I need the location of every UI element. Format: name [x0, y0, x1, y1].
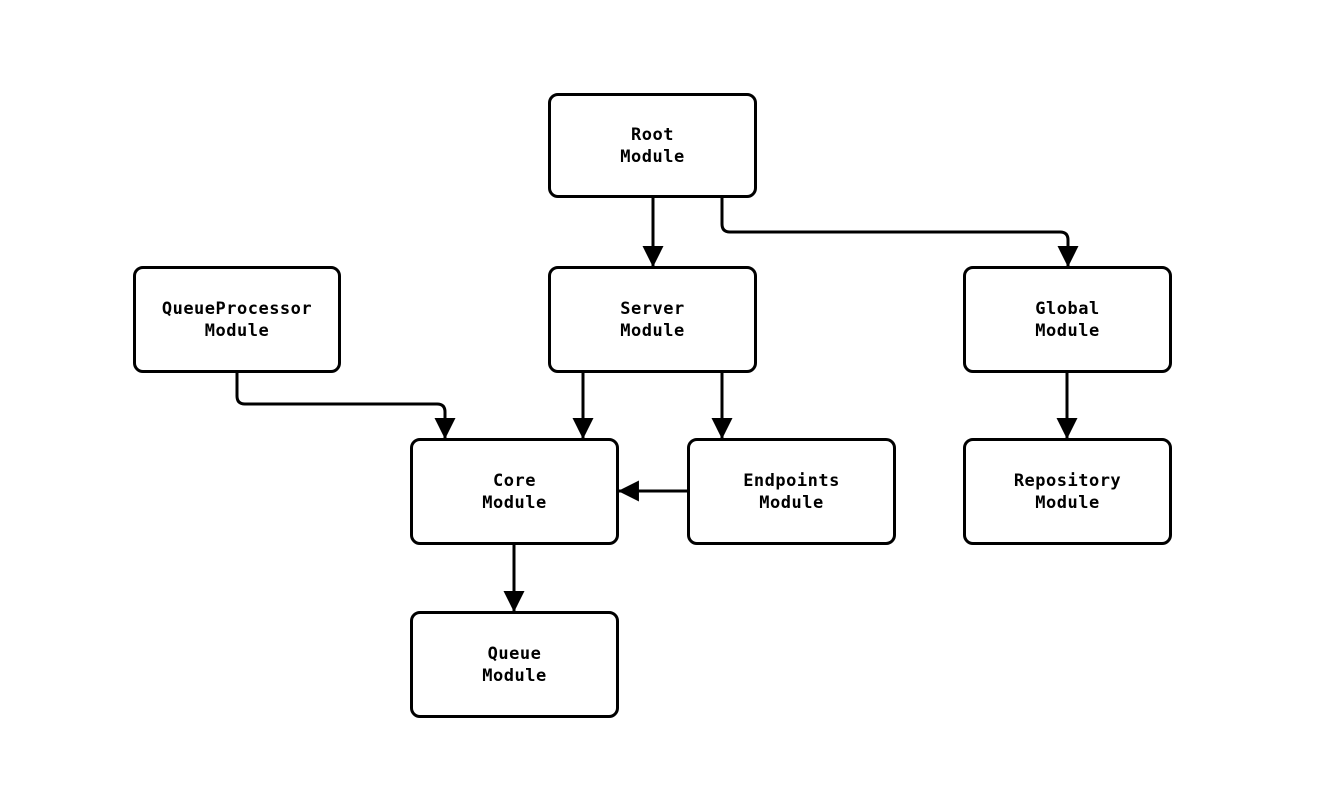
node-queueprocessor-module: QueueProcessor Module [133, 266, 341, 373]
node-label: Core Module [482, 470, 547, 513]
node-label: Server Module [620, 298, 685, 341]
node-server-module: Server Module [548, 266, 757, 373]
edge-queueprocessor-to-core [235, 373, 456, 440]
node-label: Endpoints Module [743, 470, 840, 513]
node-endpoints-module: Endpoints Module [687, 438, 896, 545]
edge-root-to-global [720, 198, 1079, 268]
edges-group [235, 198, 1079, 613]
node-global-module: Global Module [963, 266, 1172, 373]
node-label: Root Module [620, 124, 685, 167]
node-label: Global Module [1035, 298, 1100, 341]
node-repository-module: Repository Module [963, 438, 1172, 545]
node-root-module: Root Module [548, 93, 757, 198]
node-label: Repository Module [1013, 470, 1122, 513]
node-label: QueueProcessor Module [161, 298, 313, 341]
node-queue-module: Queue Module [410, 611, 619, 718]
node-label: Queue Module [482, 643, 547, 686]
node-core-module: Core Module [410, 438, 619, 545]
